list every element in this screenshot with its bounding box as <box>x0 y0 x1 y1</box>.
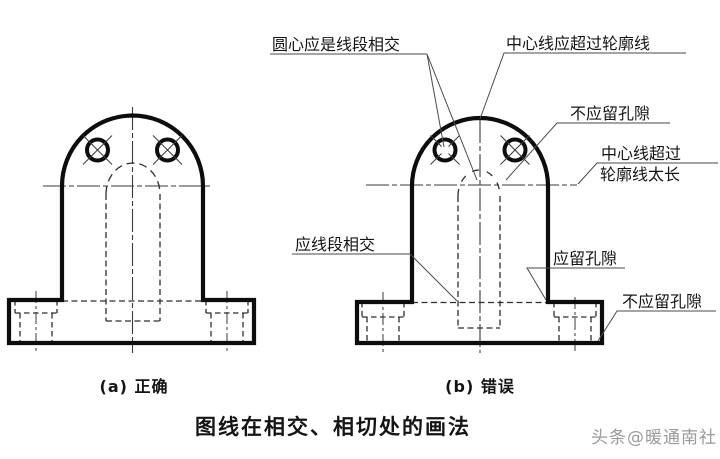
figure-b-hidden-slot-sides <box>457 196 501 329</box>
leader-too-long <box>577 162 718 185</box>
figure-a-hole-left-cross <box>82 135 113 165</box>
drawing-title: 图线在相交、相切处的画法 <box>195 415 471 439</box>
figure-b-hole-left <box>432 137 458 163</box>
leader-leave-gap <box>526 267 625 301</box>
figure-b-hidden-slot-arc <box>457 169 501 197</box>
callout-too-long-line1: 中心线超过 <box>601 144 681 163</box>
leader-segment-intersect <box>292 253 458 302</box>
figure-b-wrong <box>354 115 605 353</box>
leader-no-gap-bottom <box>597 310 716 342</box>
figure-b-hole-left-cross-gapped <box>430 135 460 165</box>
figure-a-hole-left <box>85 137 110 163</box>
figure-a-hidden-slot-sides <box>105 194 161 322</box>
caption-figure-b: (b) 错误 <box>445 377 515 396</box>
callout-no-gap-bottom: 不应留孔隙 <box>622 292 702 311</box>
figure-a-outline <box>6 113 257 346</box>
caption-figure-a: (a) 正确 <box>100 377 169 396</box>
callout-centerline-beyond: 中心线应超过轮廓线 <box>506 34 650 53</box>
watermark-text: 头条@暖通南社 <box>591 428 717 448</box>
leader-center-intersect <box>270 53 478 181</box>
callout-no-gap-top: 不应留孔隙 <box>570 104 650 123</box>
leader-centerline-beyond <box>479 52 686 120</box>
figure-b-outline <box>354 115 605 346</box>
leader-no-gap-top <box>505 122 670 181</box>
callout-segment-intersect: 应线段相交 <box>295 235 375 254</box>
figure-a-hole-right <box>155 137 180 163</box>
callout-center-intersect: 圆心应是线段相交 <box>272 35 400 54</box>
callout-leave-gap: 应留孔隙 <box>553 249 617 268</box>
figure-a-hole-right-cross <box>152 135 183 165</box>
figure-a-correct <box>6 107 257 353</box>
callout-too-long-line2: 轮廓线太长 <box>600 165 680 184</box>
figure-a-hidden-slot-arc <box>105 162 161 195</box>
figure-b-hole-right <box>502 137 528 163</box>
figure-b-right-counterbore-hidden <box>553 302 597 343</box>
callout-leaders <box>270 52 718 342</box>
